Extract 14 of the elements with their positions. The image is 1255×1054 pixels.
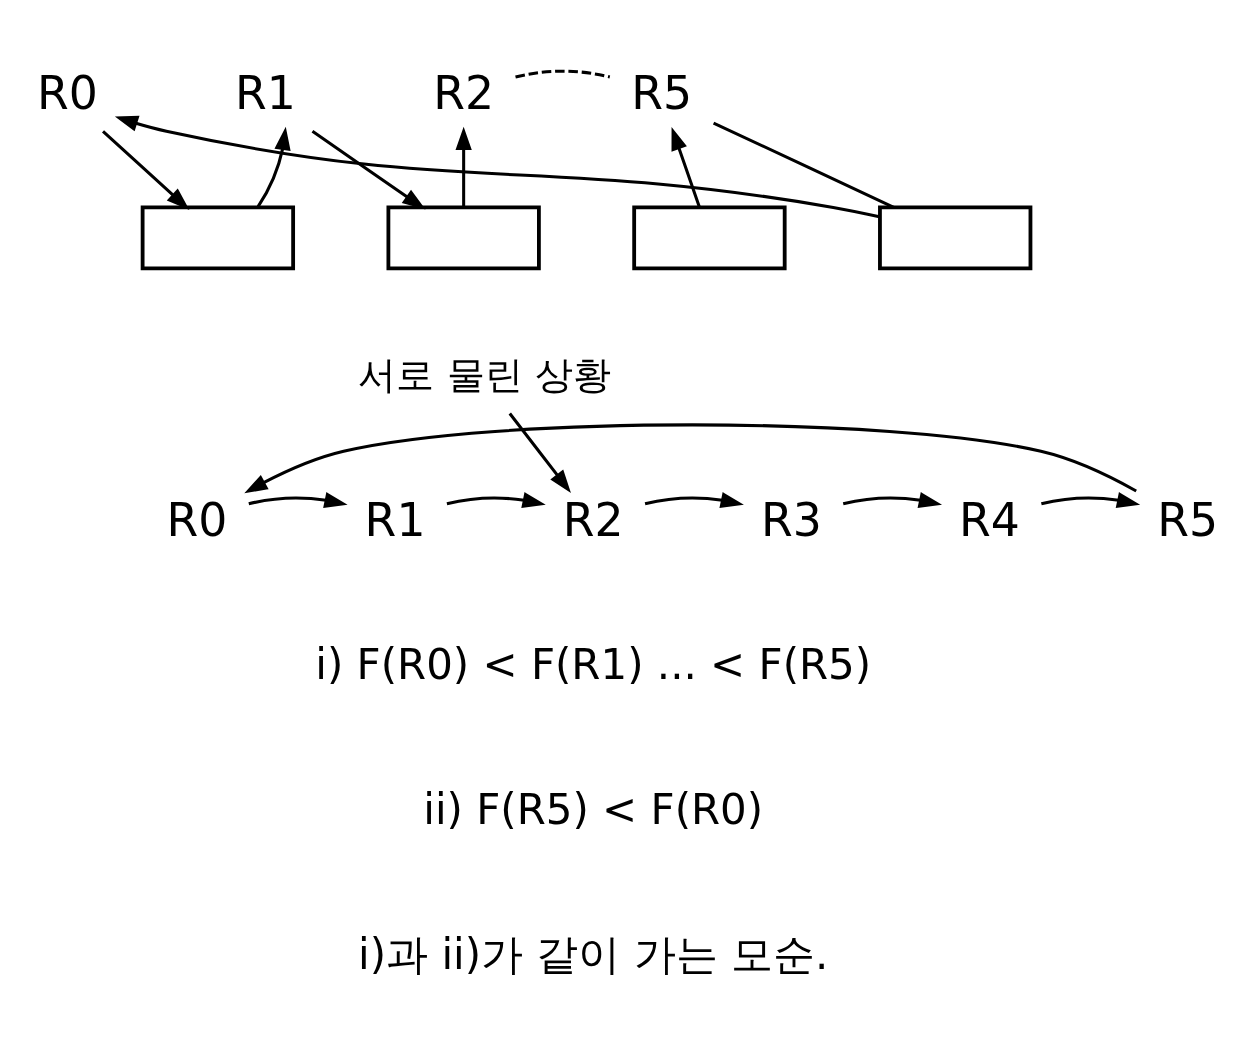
label: i)과 ii)가 같이 가는 모순. (358, 929, 829, 979)
node-text: 서로 물린 상황 (358, 352, 611, 397)
node-text: R2 (562, 493, 624, 546)
node-text: R0 (36, 66, 98, 120)
node-text: R4 (959, 493, 1020, 546)
node-text: R0 (166, 493, 228, 546)
label: i) F(R0) < F(R1) ... < F(R5) (315, 639, 872, 689)
node-text: R5 (631, 66, 693, 120)
node-text: R1 (364, 493, 426, 546)
node-text: R1 (235, 66, 296, 120)
node-text: R3 (760, 493, 822, 546)
node-text: R5 (1157, 493, 1219, 546)
label: ii) F(R5) < F(R0) (423, 784, 764, 834)
node-text: R2 (433, 66, 495, 120)
